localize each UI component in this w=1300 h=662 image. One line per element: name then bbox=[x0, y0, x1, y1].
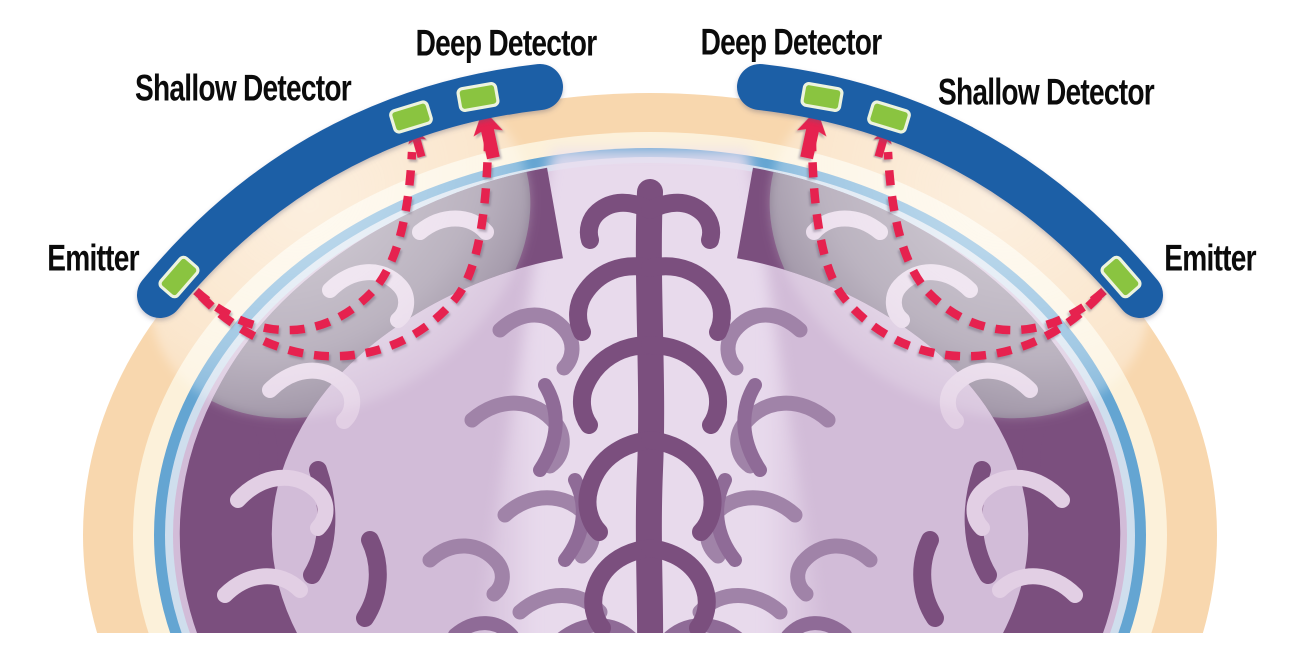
label-emitter-right: Emitter bbox=[1164, 237, 1256, 279]
midline-fissure-tree bbox=[569, 179, 722, 662]
light-path-deep-left bbox=[197, 141, 493, 361]
light-path-shallow-right bbox=[883, 151, 1107, 335]
bottom-crop-mask bbox=[0, 633, 1300, 662]
shallow-detector-optode-left bbox=[389, 100, 433, 134]
label-deep-detector-left: Deep Detector bbox=[415, 22, 598, 64]
light-path-deep-right bbox=[807, 141, 1103, 361]
label-deep-detector-right: Deep Detector bbox=[700, 21, 883, 63]
emitter-optode-left bbox=[158, 255, 200, 299]
optode-assembly-left bbox=[137, 64, 563, 361]
light-path-shallow-left bbox=[193, 151, 417, 335]
label-shallow-detector-right: Shallow Detector bbox=[938, 71, 1155, 113]
shallow-detector-optode-right bbox=[867, 100, 911, 134]
optode-assembly-right bbox=[737, 64, 1163, 361]
deep-detector-optode-right bbox=[800, 81, 844, 113]
emitter-optode-right bbox=[1100, 255, 1142, 299]
light-paths-right bbox=[807, 141, 1107, 361]
deep-detector-optode-left bbox=[456, 81, 500, 113]
label-emitter-left: Emitter bbox=[47, 237, 139, 279]
label-shallow-detector-left: Shallow Detector bbox=[135, 67, 352, 109]
light-paths-left bbox=[193, 141, 493, 361]
